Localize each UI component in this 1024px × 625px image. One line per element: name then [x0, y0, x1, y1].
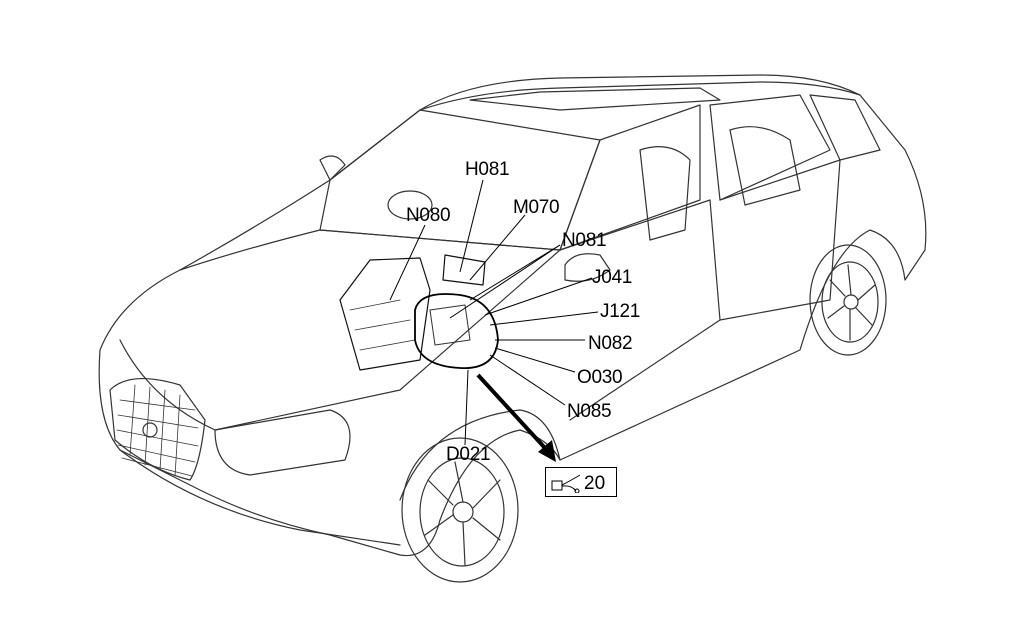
quarter-window	[809, 94, 881, 161]
front-wheel	[401, 437, 519, 583]
side-mirror	[564, 253, 611, 282]
callout-N081: N081	[562, 230, 607, 251]
leader-N085	[489, 354, 566, 406]
seat	[639, 146, 691, 241]
roof-line	[419, 81, 861, 111]
callout-N082: N082	[588, 333, 633, 354]
callout-N080: N080	[406, 205, 451, 226]
callout-J121: J121	[600, 301, 641, 322]
leader-J121	[489, 311, 599, 326]
leader-N080	[389, 224, 426, 301]
leader-O030	[494, 347, 576, 373]
connector-icon	[551, 474, 581, 493]
leader-H081	[459, 179, 484, 273]
reference-number: 20	[584, 473, 606, 494]
grille	[109, 377, 206, 481]
callout-H081: H081	[465, 159, 510, 180]
rear-door	[719, 159, 841, 321]
rear-seat	[729, 126, 801, 206]
rear-wheel	[809, 244, 887, 356]
sunroof	[469, 87, 721, 111]
callout-N085: N085	[567, 401, 612, 422]
pointer-arrow	[476, 373, 556, 462]
control-module	[442, 254, 486, 286]
hood	[119, 229, 561, 431]
callout-J041: J041	[592, 267, 633, 288]
leader-M070	[469, 214, 526, 281]
callout-O030: O030	[577, 367, 623, 388]
front-door-window	[559, 104, 701, 251]
car-body-outline	[98, 74, 927, 557]
leader-N081b	[449, 244, 561, 319]
front-door	[559, 199, 721, 421]
leader-N081	[469, 244, 561, 301]
rear-door-window	[709, 94, 831, 201]
callout-M070: M070	[513, 197, 560, 218]
reference-box: 20	[545, 467, 617, 497]
leader-J041	[484, 277, 593, 316]
hvac-unit	[339, 257, 431, 371]
leader-D021	[464, 369, 469, 446]
windshield	[319, 109, 601, 251]
headlight	[214, 409, 351, 476]
callout-D021: D021	[446, 444, 491, 465]
left-mirror	[319, 155, 346, 181]
